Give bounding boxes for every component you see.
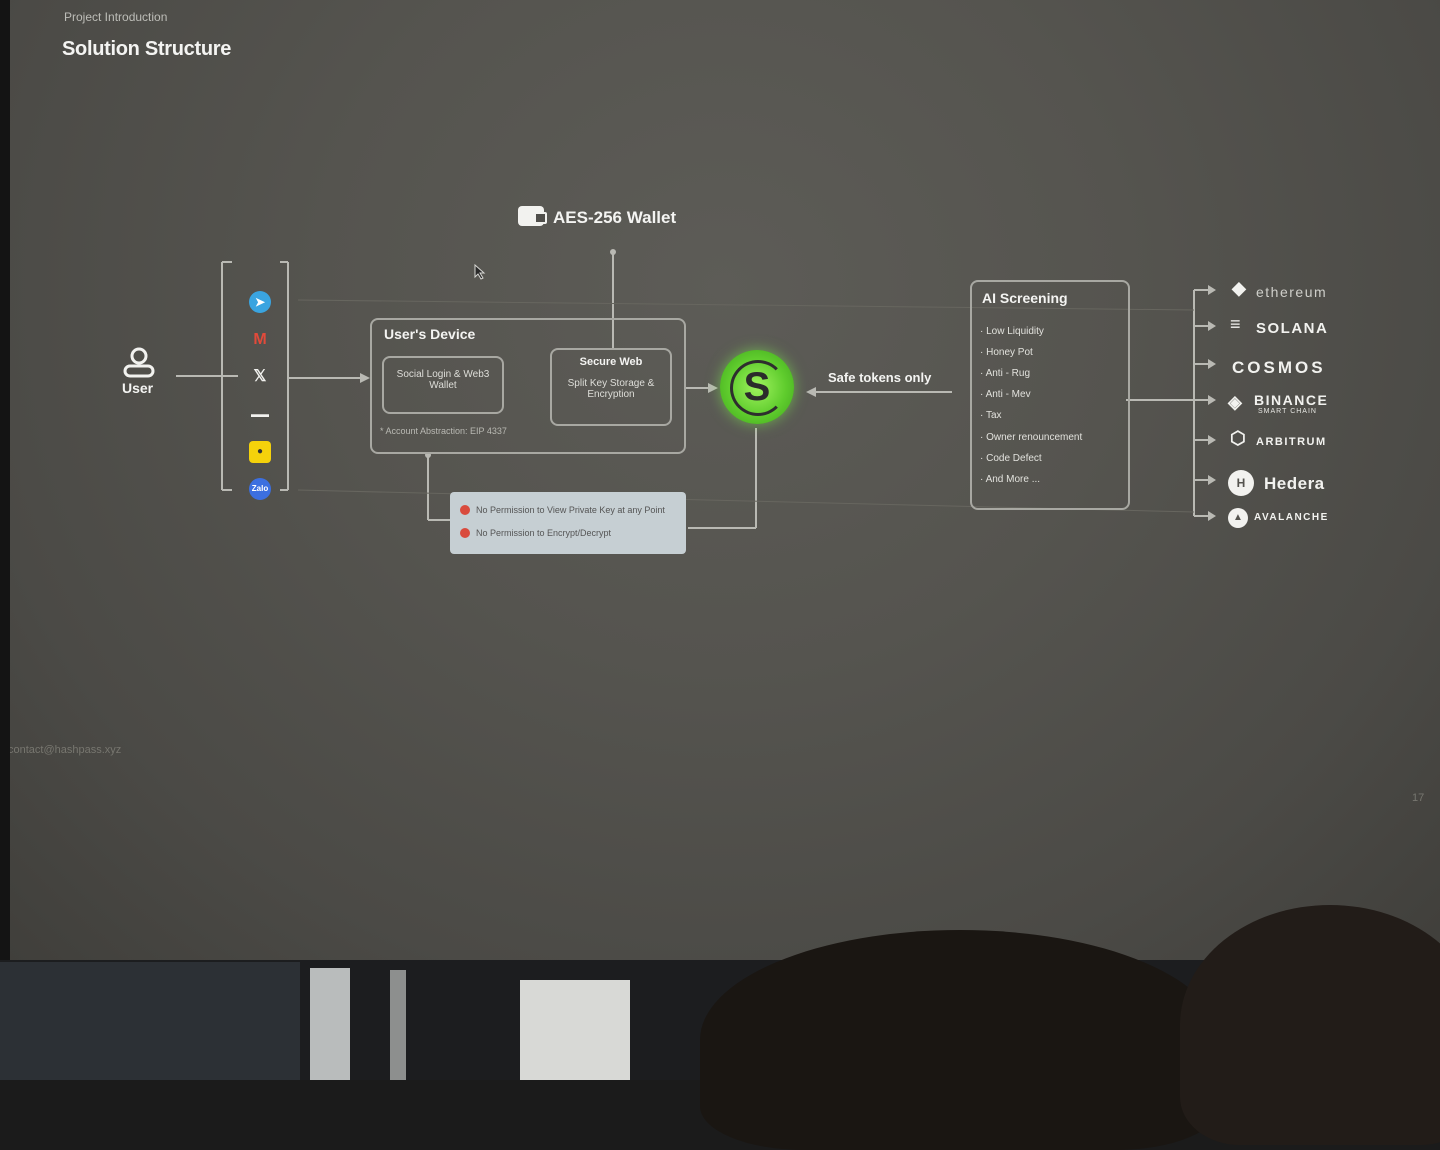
device-title: User's Device bbox=[384, 326, 476, 342]
avalanche-icon: ▲ bbox=[1228, 508, 1248, 528]
social-login-box: Social Login & Web3 Wallet bbox=[382, 356, 504, 414]
window-panel bbox=[310, 968, 350, 1080]
wallet-icon bbox=[518, 206, 547, 226]
chain-cosmos: COSMOS bbox=[1232, 358, 1326, 377]
ai-screening-title: AI Screening bbox=[982, 290, 1068, 306]
chain-hedera: Hedera bbox=[1264, 474, 1325, 493]
hedera-icon: H bbox=[1228, 470, 1254, 496]
chain-binance: BINANCE bbox=[1254, 392, 1329, 408]
arbitrum-icon: ⬡ bbox=[1230, 428, 1246, 448]
users-device-box bbox=[370, 318, 686, 454]
chain-ethereum: ethereum bbox=[1256, 284, 1328, 300]
footer-contact: contact@hashpass.xyz bbox=[8, 744, 122, 756]
page-number: 17 bbox=[1412, 792, 1425, 804]
ethereum-icon: ◆ bbox=[1232, 278, 1246, 298]
ai-screening-box bbox=[970, 280, 1130, 510]
binance-icon: ◈ bbox=[1228, 392, 1242, 412]
section-label: Project Introduction bbox=[64, 10, 168, 24]
chain-solana: SOLANA bbox=[1256, 320, 1329, 337]
user-icon bbox=[123, 347, 155, 378]
projection-screen: Project Introduction Solution Structure bbox=[8, 0, 1440, 960]
audience-head bbox=[700, 930, 1220, 1150]
kakao-icon: ● bbox=[249, 441, 271, 463]
permission-item: No Permission to View Private Key at any… bbox=[476, 505, 665, 515]
chain-avalanche: AVALANCHE bbox=[1254, 512, 1329, 523]
mouse-cursor-icon bbox=[474, 264, 486, 280]
apple-icon bbox=[249, 251, 271, 273]
secure-web-title: Secure Web bbox=[579, 356, 643, 368]
ai-item: · Anti - Mev bbox=[980, 389, 1031, 400]
zalo-icon: Zalo bbox=[249, 478, 271, 500]
ai-item: · Anti - Rug bbox=[980, 368, 1031, 379]
chain-binance-subtitle: SMART CHAIN bbox=[1258, 408, 1317, 415]
hashpass-logo: S bbox=[720, 350, 794, 424]
x-icon: 𝕏 bbox=[253, 368, 267, 385]
warning-dot-icon bbox=[460, 505, 470, 515]
social-login-text: Social Login & Web3 Wallet bbox=[396, 369, 490, 391]
telegram-icon: ➤ bbox=[249, 291, 271, 313]
user-label: User bbox=[122, 380, 154, 396]
window-panel bbox=[0, 962, 300, 1080]
ai-item: · Owner renouncement bbox=[980, 432, 1083, 443]
ai-item: · And More ... bbox=[980, 474, 1041, 485]
window-panel bbox=[520, 980, 630, 1080]
secure-web-box: Secure Web Split Key Storage & Encryptio… bbox=[550, 348, 672, 426]
screen-frame bbox=[0, 0, 10, 960]
gmail-icon: M bbox=[253, 331, 267, 348]
secure-web-detail: Split Key Storage & Encryption bbox=[567, 378, 655, 400]
warning-dot-icon bbox=[460, 528, 470, 538]
unknown-icon: ▬▬ bbox=[251, 409, 269, 419]
permission-card: No Permission to View Private Key at any… bbox=[450, 492, 686, 554]
device-note: * Account Abstraction: EIP 4337 bbox=[380, 426, 507, 436]
solana-icon: ≡ bbox=[1230, 314, 1241, 334]
permission-item: No Permission to Encrypt/Decrypt bbox=[476, 528, 612, 538]
window-frame bbox=[390, 970, 406, 1080]
ai-item: · Low Liquidity bbox=[980, 326, 1044, 337]
safe-tokens-label: Safe tokens only bbox=[828, 370, 932, 385]
connector-lines bbox=[176, 249, 1216, 529]
ai-item: · Code Defect bbox=[980, 453, 1042, 464]
ai-item: · Honey Pot bbox=[980, 347, 1033, 358]
wallet-label: AES-256 Wallet bbox=[553, 208, 677, 227]
slide-title: Solution Structure bbox=[62, 38, 232, 60]
chain-arbitrum: ARBITRUM bbox=[1256, 436, 1327, 448]
ai-item: · Tax bbox=[980, 410, 1002, 421]
